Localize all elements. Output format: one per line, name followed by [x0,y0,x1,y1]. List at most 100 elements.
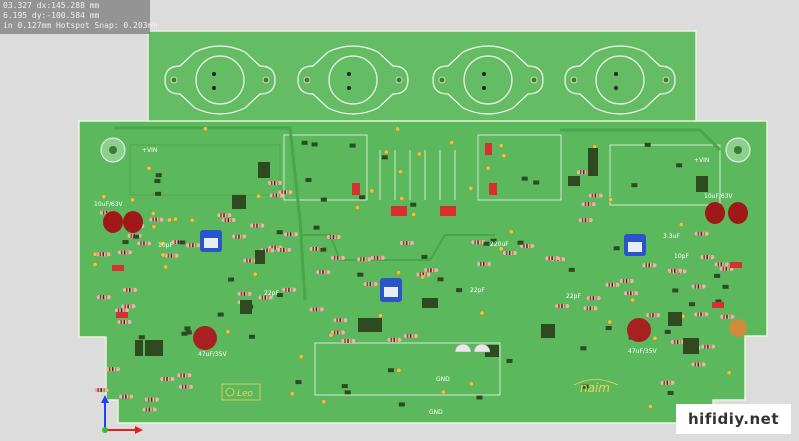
to3-transistor-outline-3 [432,45,544,115]
resistor [258,295,273,300]
label-22pf-left: 22pF [264,290,279,297]
label-47uf-right: 47uF/35V [628,348,658,355]
smd-part [688,302,695,307]
resistor [333,318,348,323]
resistor [581,202,596,207]
resistor [691,362,706,367]
resistor [316,270,331,275]
readout-line-1: 03.327 dx:145.288 mm [3,1,100,10]
coordinate-readout: 03.327 dx:145.288 mm 6.195 dy:-100.584 m… [0,0,158,34]
resistor [330,255,345,260]
smd-part [605,326,612,331]
smd-part [582,384,589,389]
solder-pad [652,335,658,341]
resistor [243,258,258,263]
resistor [142,407,157,412]
resistor [700,255,715,260]
solder-pad [508,229,514,235]
resistor [583,306,598,311]
solder-pad [377,313,383,319]
solder-pad [202,126,208,132]
resistor [670,340,685,345]
smd-part [313,225,320,230]
resistor [114,308,129,313]
solder-pad [726,370,732,376]
solder-pad [166,217,172,223]
to92-transistors [454,343,491,353]
to3-transistor-outline-1 [164,45,276,115]
resistor [416,272,431,277]
smd-part [359,195,366,200]
readout-line-3: in 0.127mm Hotspot Snap: 0.203mm [3,21,158,30]
solder-pad [151,224,157,230]
solder-pad [396,270,402,276]
solder-pad [395,126,401,132]
resistor [177,373,192,378]
smd-part [667,390,674,395]
smd-part [133,234,140,239]
solder-pad [501,153,507,159]
trimmer-pot-left [200,230,222,252]
resistor [605,282,620,287]
smd-part [122,240,129,245]
resistor [619,278,634,283]
solder-pad [411,212,417,217]
smd-component-array [122,140,729,407]
smd-part [714,273,721,278]
smd-part [349,143,356,148]
smd-part [644,142,651,147]
solder-pad [449,140,455,146]
resistor [119,394,134,399]
solder-pad [630,297,636,303]
smd-part [676,163,683,168]
trimmer-pot-center [380,278,402,302]
solder-pad [498,143,504,149]
resistor [250,223,265,228]
smd-part [305,178,312,183]
mounting-hole-right [725,137,751,163]
solder-pad [420,274,426,280]
resistor [117,250,132,255]
solder-pad [485,165,491,171]
resistor [217,213,232,218]
smd-part [344,390,351,395]
smd-part [421,254,428,259]
solder-pad [92,261,98,267]
label-in-left: +VIN [142,147,157,154]
resistor [694,231,709,236]
logo-right-box: naim [573,379,619,395]
label-22pf-right: 22pF [566,293,581,300]
label-47uf-left: 47uF/35V [198,351,228,358]
label-22pf-center: 22pF [470,287,485,294]
resistor [387,337,402,342]
label-10pf-left: 10pF [158,242,173,249]
smd-part [181,331,188,336]
site-watermark: hifidiy.net [676,404,791,434]
resistor [160,376,175,381]
smd-part [217,312,224,317]
resistor [269,193,284,198]
label-10uf-right: 10uF/63V [704,193,734,200]
silkscreen-labels: +VIN +VIN 10pF 10pF 22pF 22pF 22pF 10uF/… [94,147,734,416]
solder-pad [678,222,684,227]
solder-pad [173,216,178,222]
resistor [105,367,120,372]
resistor [267,180,282,185]
logo-right: naim [580,381,610,395]
resistor [578,218,593,223]
resistor [588,193,603,198]
smd-part [387,368,394,373]
resistor [178,384,193,389]
resistor [277,247,292,252]
smd-part [184,326,191,331]
resistor [624,291,639,296]
solder-pad [608,197,614,202]
solder-pad [130,197,135,203]
resistor [646,313,661,318]
smd-part [357,272,364,277]
to3-transistor-outline-2 [297,45,409,115]
resistor [278,190,293,195]
solder-pad [150,211,156,216]
smd-part [276,230,283,235]
